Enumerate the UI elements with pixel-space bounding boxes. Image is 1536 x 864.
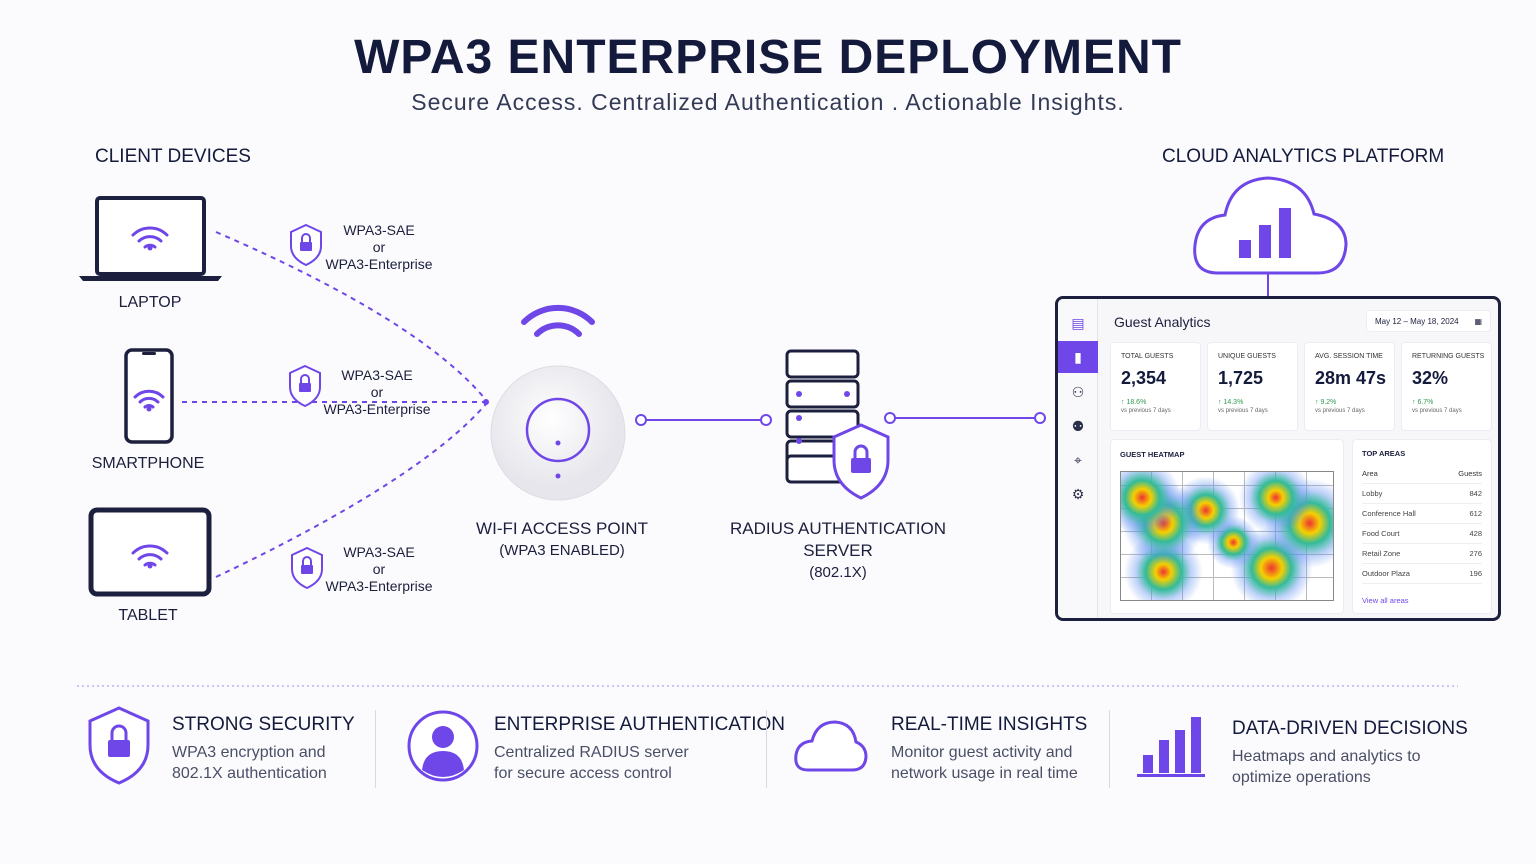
tablet-label: TABLET [118,607,178,624]
client-devices-heading: CLIENT DEVICES [95,146,251,167]
top-area-row: Conference Hall 612 [1362,504,1482,524]
radius-label: RADIUS AUTHENTICATION SERVER(802.1X) [730,519,946,581]
cloud-heading: CLOUD ANALYTICS PLATFORM [1162,146,1445,167]
access-point-device [490,365,626,501]
tablet-link [215,403,487,578]
top-area-row: Lobby 842 [1362,484,1482,504]
view-all-areas-link[interactable]: View all areas [1362,596,1409,605]
area-guests: 428 [1469,529,1482,538]
calendar-icon: ▦ [1474,317,1482,326]
page-subtitle: Secure Access. Centralized Authenticatio… [411,89,1125,115]
top-area-row: Food Court 428 [1362,524,1482,544]
dashboard-sidebar: ▤ ▮ ⚇ ⚉ ⌖ ⚙ [1058,299,1098,618]
realtime-cloud-icon [794,720,868,772]
area-name: Food Court [1362,529,1400,538]
divider [375,710,376,788]
list-icon[interactable]: ▤ [1071,314,1085,331]
top-area-row: Outdoor Plaza 196 [1362,564,1482,584]
tablet-icon [88,507,212,597]
divider [766,710,767,788]
guest-heatmap-panel: GUEST HEATMAP [1110,439,1344,614]
smartphone-icon [124,348,174,444]
date-range-picker[interactable]: May 12 – May 18, 2024▦ [1366,310,1491,332]
area-guests: 276 [1469,549,1482,558]
area-name: Outdoor Plaza [1362,569,1410,578]
smartphone-label: SMARTPHONE [91,455,205,472]
user-icon[interactable]: ⚇ [1071,383,1085,400]
dashboard-title: Guest Analytics [1114,314,1211,330]
heatmap-floorplan[interactable] [1120,471,1334,601]
page-title: WPA3 ENTERPRISE DEPLOYMENT [354,31,1182,84]
area-name: Conference Hall [1362,509,1416,518]
guest-analytics-dashboard: ▤ ▮ ⚇ ⚉ ⌖ ⚙ Guest Analytics May 12 – May… [1055,296,1501,621]
area-guests: 612 [1469,509,1482,518]
analytics-icon[interactable]: ▮ [1058,341,1098,373]
laptop-label: LAPTOP [118,294,182,311]
top-area-row: Retail Zone 276 [1362,544,1482,564]
area-guests: 196 [1469,569,1482,578]
area-guests: 842 [1469,489,1482,498]
divider [1109,710,1110,788]
area-name: Retail Zone [1362,549,1401,558]
settings-gear-icon[interactable]: ⚙ [1071,485,1085,502]
location-pin-icon[interactable]: ⌖ [1074,451,1082,468]
bar-chart-icon [1137,717,1205,777]
access-point-label: WI-FI ACCESS POINT(WPA3 ENABLED) [476,519,648,559]
users-icon[interactable]: ⚉ [1071,417,1085,434]
laptop-icon [79,196,222,281]
area-name: Lobby [1362,489,1383,498]
laptop-link [215,231,487,401]
